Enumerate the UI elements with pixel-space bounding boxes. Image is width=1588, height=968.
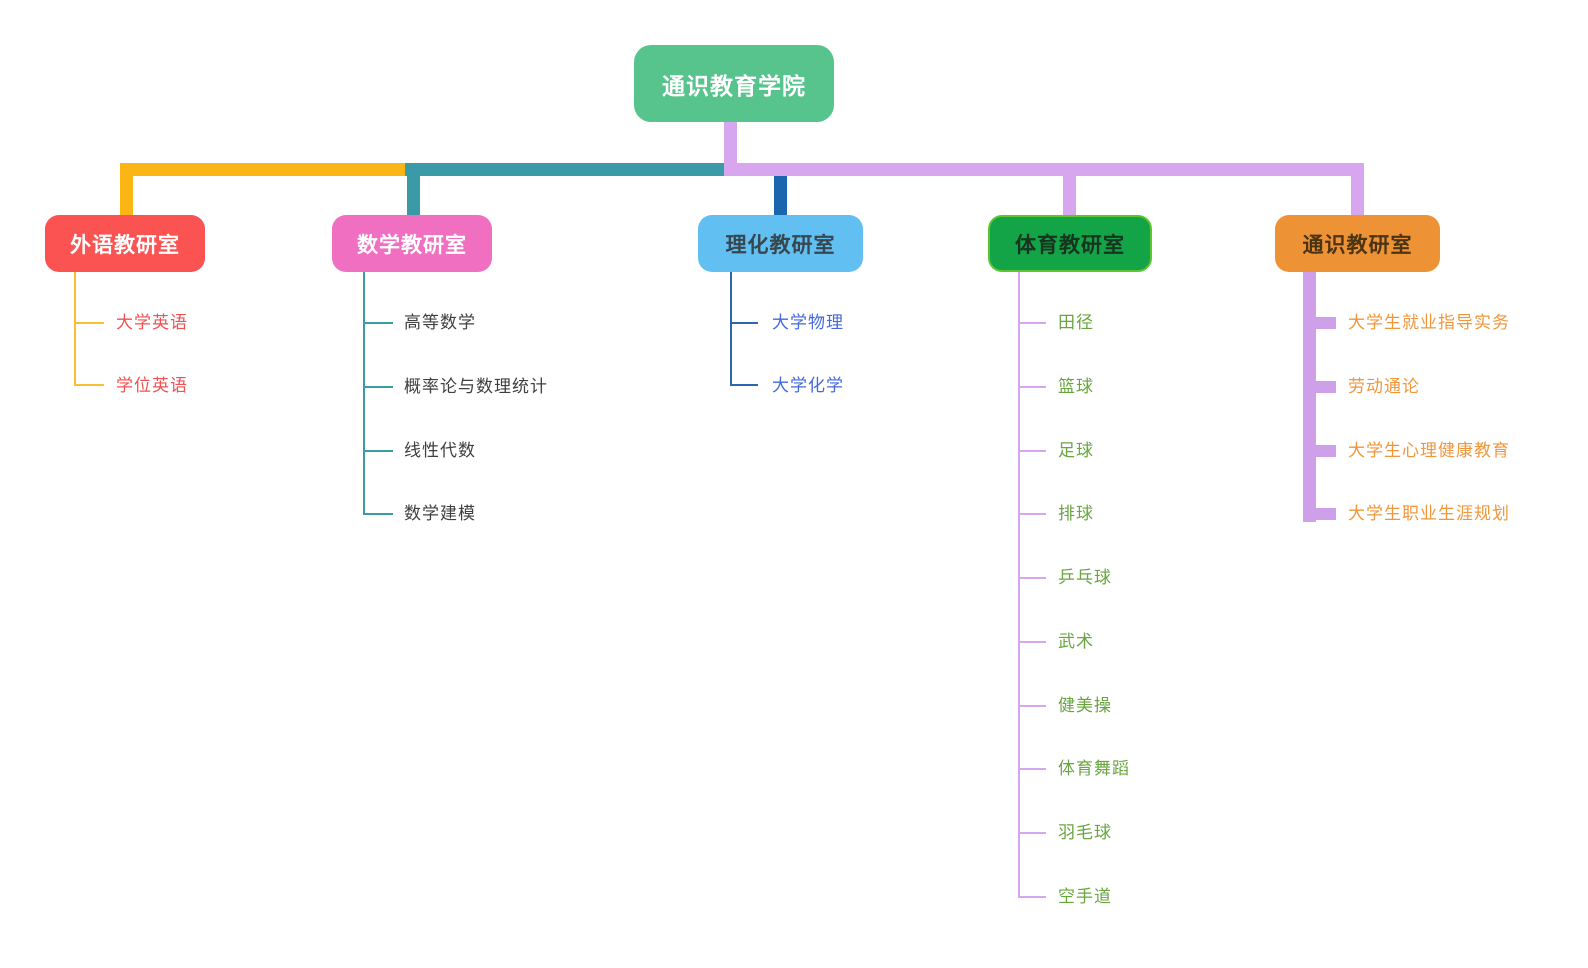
child-connector-stub: [1018, 705, 1046, 707]
leaf-node[interactable]: 健美操: [1058, 696, 1112, 715]
child-connector-stub: [363, 322, 393, 324]
child-connector-stub: [1018, 513, 1046, 515]
leaf-node[interactable]: 排球: [1058, 504, 1094, 523]
child-connector-rail: [1303, 272, 1316, 522]
trunk-connector-teal: [405, 163, 737, 176]
drop-connector-foreign-language: [120, 163, 133, 216]
child-connector-stub: [1018, 450, 1046, 452]
leaf-node[interactable]: 大学英语: [116, 313, 188, 332]
child-connector-stub: [363, 386, 393, 388]
drop-connector-sports: [1063, 163, 1076, 216]
drop-connector-science: [774, 176, 787, 216]
child-connector-rail: [730, 272, 732, 386]
leaf-node[interactable]: 学位英语: [116, 376, 188, 395]
leaf-node[interactable]: 高等数学: [404, 313, 476, 332]
child-connector-stub: [363, 450, 393, 452]
leaf-node[interactable]: 劳动通论: [1348, 377, 1420, 396]
leaf-node[interactable]: 数学建模: [404, 504, 476, 523]
leaf-node[interactable]: 大学生就业指导实务: [1348, 313, 1510, 332]
child-connector-stub: [1303, 445, 1336, 457]
leaf-node[interactable]: 体育舞蹈: [1058, 759, 1130, 778]
drop-connector-math: [407, 163, 420, 217]
leaf-node[interactable]: 大学化学: [772, 376, 844, 395]
leaf-node[interactable]: 篮球: [1058, 377, 1094, 396]
child-connector-stub: [74, 384, 104, 386]
leaf-node[interactable]: 概率论与数理统计: [404, 377, 548, 396]
child-connector-rail: [74, 272, 76, 386]
leaf-node[interactable]: 武术: [1058, 632, 1094, 651]
leaf-node[interactable]: 线性代数: [404, 441, 476, 460]
child-connector-rail: [363, 272, 365, 515]
leaf-node[interactable]: 空手道: [1058, 887, 1112, 906]
child-connector-stub: [1303, 508, 1336, 520]
branch-node-math[interactable]: 数学教研室: [332, 215, 492, 272]
branch-node-general[interactable]: 通识教研室: [1275, 215, 1440, 272]
child-connector-stub: [363, 513, 393, 515]
leaf-node[interactable]: 乒乓球: [1058, 568, 1112, 587]
child-connector-rail: [1018, 272, 1020, 898]
child-connector-stub: [74, 322, 104, 324]
leaf-node[interactable]: 田径: [1058, 313, 1094, 332]
child-connector-stub: [1018, 386, 1046, 388]
branch-node-foreign-language[interactable]: 外语教研室: [45, 215, 205, 272]
child-connector-stub: [1018, 896, 1046, 898]
branch-node-science[interactable]: 理化教研室: [698, 215, 863, 272]
child-connector-stub: [1018, 641, 1046, 643]
child-connector-stub: [1303, 317, 1336, 329]
leaf-node[interactable]: 大学生职业生涯规划: [1348, 504, 1510, 523]
child-connector-stub: [1018, 577, 1046, 579]
child-connector-stub: [730, 384, 758, 386]
branch-node-sports[interactable]: 体育教研室: [988, 215, 1152, 272]
child-connector-stub: [1018, 322, 1046, 324]
leaf-node[interactable]: 大学生心理健康教育: [1348, 441, 1510, 460]
leaf-node[interactable]: 羽毛球: [1058, 823, 1112, 842]
trunk-connector-purple: [730, 163, 1364, 176]
child-connector-stub: [730, 322, 758, 324]
child-connector-stub: [1018, 768, 1046, 770]
trunk-connector-yellow: [120, 163, 412, 176]
child-connector-stub: [1303, 381, 1336, 393]
root-node[interactable]: 通识教育学院: [634, 45, 834, 122]
child-connector-stub: [1018, 832, 1046, 834]
leaf-node[interactable]: 大学物理: [772, 313, 844, 332]
drop-connector-general: [1351, 163, 1364, 216]
root-stem-connector: [724, 122, 737, 176]
leaf-node[interactable]: 足球: [1058, 441, 1094, 460]
